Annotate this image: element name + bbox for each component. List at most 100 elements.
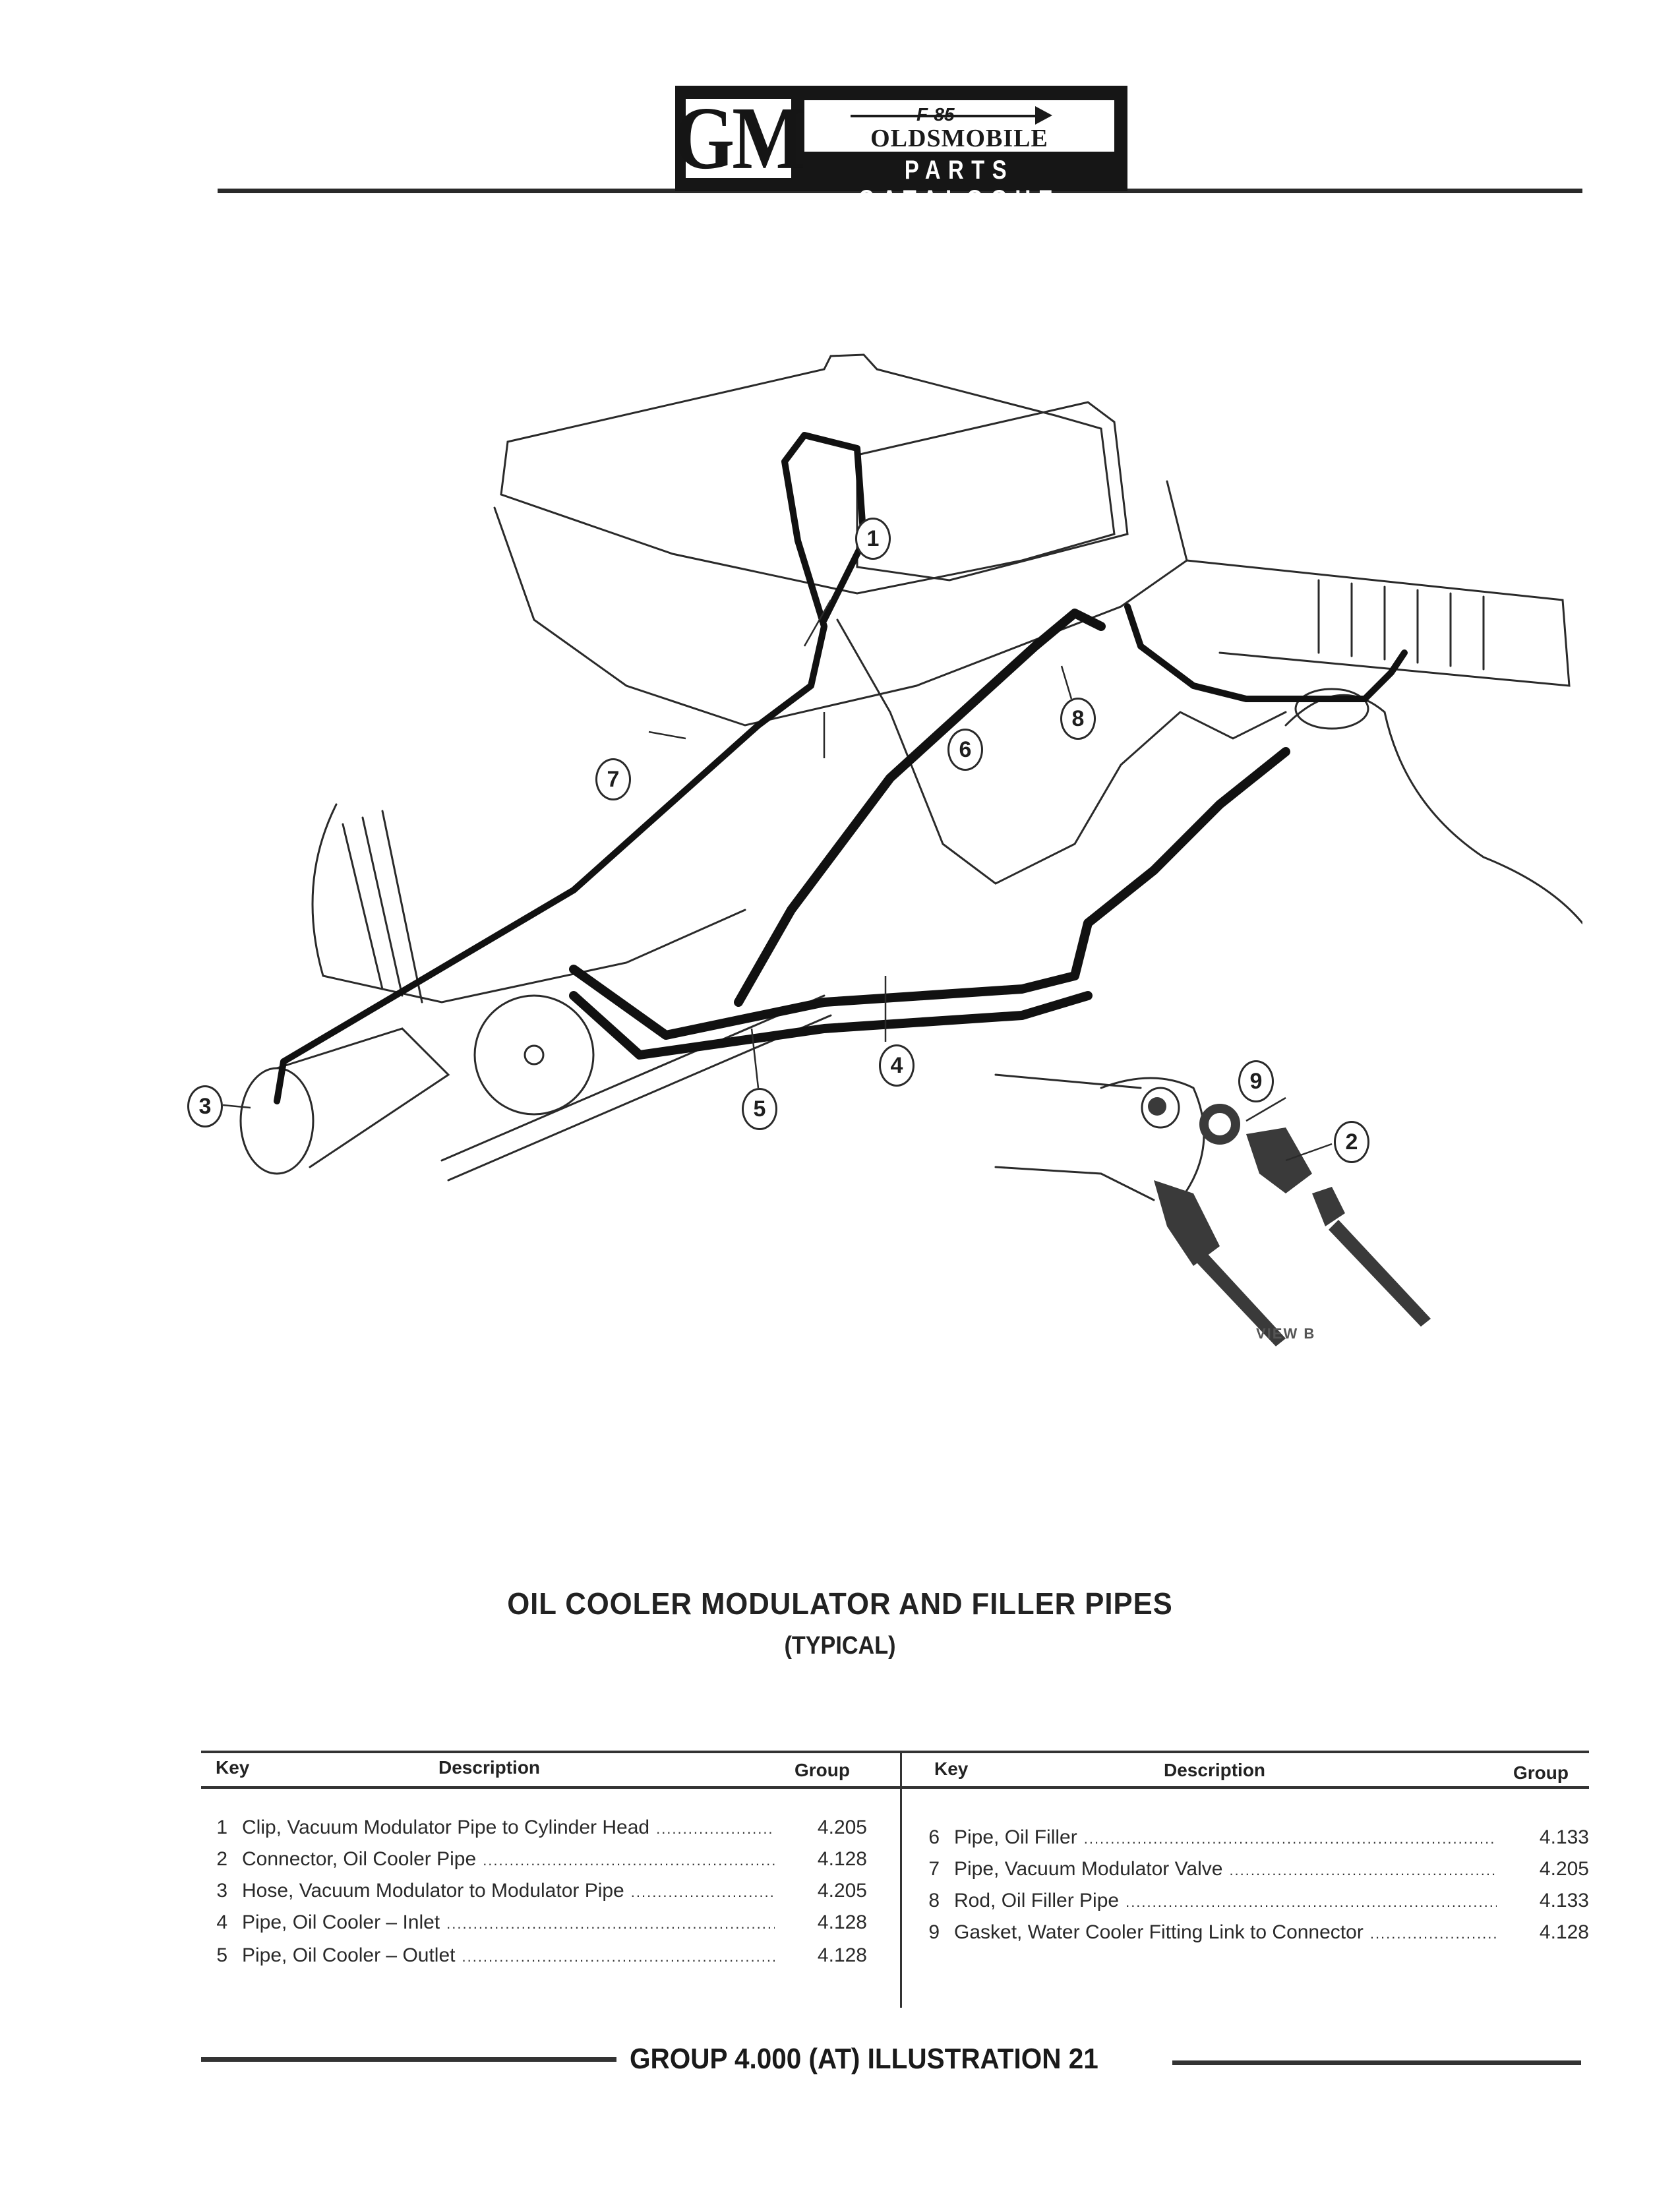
arrow-head-icon bbox=[1035, 106, 1052, 125]
footer-illustration-ref: GROUP 4.000 (AT) ILLUSTRATION 21 bbox=[630, 2043, 1098, 2075]
callout-8: 8 bbox=[1060, 698, 1096, 740]
fitting-hole-icon bbox=[1148, 1097, 1166, 1116]
row-group: 4.205 bbox=[817, 1817, 867, 1838]
row-leader-dots: ........................................… bbox=[462, 1948, 775, 1965]
f85-arrow-logo: F-85 bbox=[851, 104, 1068, 125]
pump-pulley-hub bbox=[524, 1044, 545, 1066]
row-key: 3 bbox=[216, 1880, 227, 1902]
header-key-right: Key bbox=[934, 1758, 969, 1779]
table-row: 7 Pipe, Vacuum Modulator Valve .........… bbox=[913, 1858, 1589, 1880]
table-top-rule bbox=[201, 1751, 1589, 1753]
transmission-ribs bbox=[342, 810, 423, 1004]
gm-logo-text: GM bbox=[674, 88, 805, 188]
table-row: 6 Pipe, Oil Filler .....................… bbox=[913, 1826, 1589, 1849]
gm-logo-box: GM bbox=[674, 94, 805, 183]
row-key: 2 bbox=[216, 1848, 227, 1870]
row-leader-dots: ........................................… bbox=[1125, 1894, 1497, 1910]
parts-catalogue-text: PARTS CATALOGUE bbox=[858, 156, 1061, 214]
leader-5 bbox=[750, 1028, 760, 1089]
connector-icon bbox=[1246, 1127, 1312, 1193]
row-description: Rod, Oil Filler Pipe bbox=[954, 1890, 1120, 1911]
row-key: 6 bbox=[928, 1826, 940, 1848]
lower-fitting-icon bbox=[1154, 1180, 1220, 1266]
row-group: 4.205 bbox=[1539, 1858, 1589, 1880]
filler-neck bbox=[1284, 694, 1584, 924]
oldsmobile-text: OLDSMOBILE bbox=[870, 125, 1048, 152]
callout-5: 5 bbox=[742, 1088, 777, 1130]
row-description: Pipe, Oil Filler bbox=[954, 1826, 1077, 1848]
connector-tube-icon bbox=[1329, 1220, 1431, 1327]
vacuum-modulator-pipe bbox=[274, 432, 867, 1104]
page-subtitle: (TYPICAL) bbox=[784, 1632, 896, 1660]
row-key: 9 bbox=[928, 1921, 940, 1943]
fitting-socket-icon bbox=[1141, 1087, 1180, 1129]
callout-2: 2 bbox=[1334, 1121, 1369, 1163]
header-key-left: Key bbox=[216, 1757, 250, 1778]
table-row: 3 Hose, Vacuum Modulator to Modulator Pi… bbox=[201, 1880, 867, 1902]
row-description: Connector, Oil Cooler Pipe bbox=[242, 1848, 477, 1870]
page-title: OIL COOLER MODULATOR AND FILLER PIPES bbox=[507, 1586, 1173, 1621]
gm-oldsmobile-logo: GM F-85 OLDSMOBILE PARTS CATALOGUE bbox=[674, 86, 1127, 214]
header-description-left: Description bbox=[438, 1757, 541, 1778]
filler-cap bbox=[1294, 688, 1369, 730]
row-key: 1 bbox=[216, 1817, 227, 1838]
table-row: 2 Connector, Oil Cooler Pipe ...........… bbox=[201, 1848, 867, 1871]
leader-9 bbox=[1245, 1096, 1286, 1122]
oil-cooler-outlet-pipe bbox=[569, 991, 1093, 1060]
callout-6: 6 bbox=[947, 729, 983, 771]
row-leader-dots: ........................................… bbox=[483, 1852, 775, 1869]
table-row: 5 Pipe, Oil Cooler – Outlet ............… bbox=[201, 1944, 867, 1967]
row-description: Hose, Vacuum Modulator to Modulator Pipe bbox=[242, 1880, 624, 1902]
table-column-divider bbox=[900, 1751, 902, 2008]
callout-3: 3 bbox=[187, 1085, 223, 1127]
footer-rule-left bbox=[201, 2057, 616, 2062]
leader-2 bbox=[1285, 1143, 1333, 1162]
arrow-shaft bbox=[851, 115, 1048, 117]
row-description: Pipe, Vacuum Modulator Valve bbox=[954, 1858, 1223, 1880]
oldsmobile-box: F-85 OLDSMOBILE bbox=[804, 100, 1114, 152]
connector-nut-icon bbox=[1312, 1187, 1345, 1226]
row-leader-dots: ........................................… bbox=[1369, 1925, 1497, 1942]
leader-3 bbox=[222, 1104, 251, 1109]
header-group-right: Group bbox=[1513, 1762, 1569, 1783]
view-b-label: VIEW B bbox=[1256, 1325, 1316, 1342]
row-leader-dots: ........................................… bbox=[1083, 1830, 1497, 1847]
table-row: 9 Gasket, Water Cooler Fitting Link to C… bbox=[913, 1921, 1589, 1944]
row-group: 4.128 bbox=[817, 1911, 867, 1933]
pump-pulley bbox=[473, 994, 595, 1116]
row-leader-dots: ........................................… bbox=[656, 1820, 775, 1837]
engine-drawing bbox=[222, 353, 1584, 1346]
f85-text: F-85 bbox=[916, 104, 955, 125]
row-group: 4.133 bbox=[1539, 1890, 1589, 1911]
callout-4: 4 bbox=[879, 1044, 915, 1087]
table-row: 1 Clip, Vacuum Modulator Pipe to Cylinde… bbox=[201, 1817, 867, 1839]
intake-manifold bbox=[836, 618, 1287, 885]
table-row: 4 Pipe, Oil Cooler – Inlet .............… bbox=[201, 1911, 867, 1934]
table-row: 8 Rod, Oil Filler Pipe .................… bbox=[913, 1890, 1589, 1912]
valve-cover-left bbox=[500, 353, 1116, 595]
callout-7: 7 bbox=[595, 758, 631, 800]
frame-rail bbox=[440, 994, 832, 1182]
oil-filler-pipe bbox=[734, 609, 1106, 1007]
row-key: 5 bbox=[216, 1944, 227, 1966]
transmission bbox=[311, 803, 746, 1004]
row-description: Pipe, Oil Cooler – Inlet bbox=[242, 1911, 440, 1933]
row-group: 4.128 bbox=[817, 1944, 867, 1966]
row-leader-dots: ........................................… bbox=[630, 1884, 775, 1900]
footer-rule-right bbox=[1172, 2060, 1581, 2065]
leader-8 bbox=[1060, 665, 1073, 700]
callout-9: 9 bbox=[1238, 1060, 1274, 1102]
row-group: 4.128 bbox=[1539, 1921, 1589, 1943]
row-leader-dots: ........................................… bbox=[1229, 1862, 1497, 1878]
engine-illustration bbox=[165, 343, 1584, 1371]
row-group: 4.133 bbox=[1539, 1826, 1589, 1848]
row-key: 8 bbox=[928, 1890, 940, 1911]
leader-7 bbox=[648, 731, 686, 740]
radiator-frame bbox=[1185, 559, 1571, 687]
valve-cover-right bbox=[856, 401, 1129, 582]
row-group: 4.205 bbox=[817, 1880, 867, 1902]
row-group: 4.128 bbox=[817, 1848, 867, 1870]
row-key: 4 bbox=[216, 1911, 227, 1933]
gasket-ring-icon bbox=[1199, 1104, 1240, 1145]
parts-table: Key Description Group Key Description Gr… bbox=[201, 1751, 1589, 2008]
